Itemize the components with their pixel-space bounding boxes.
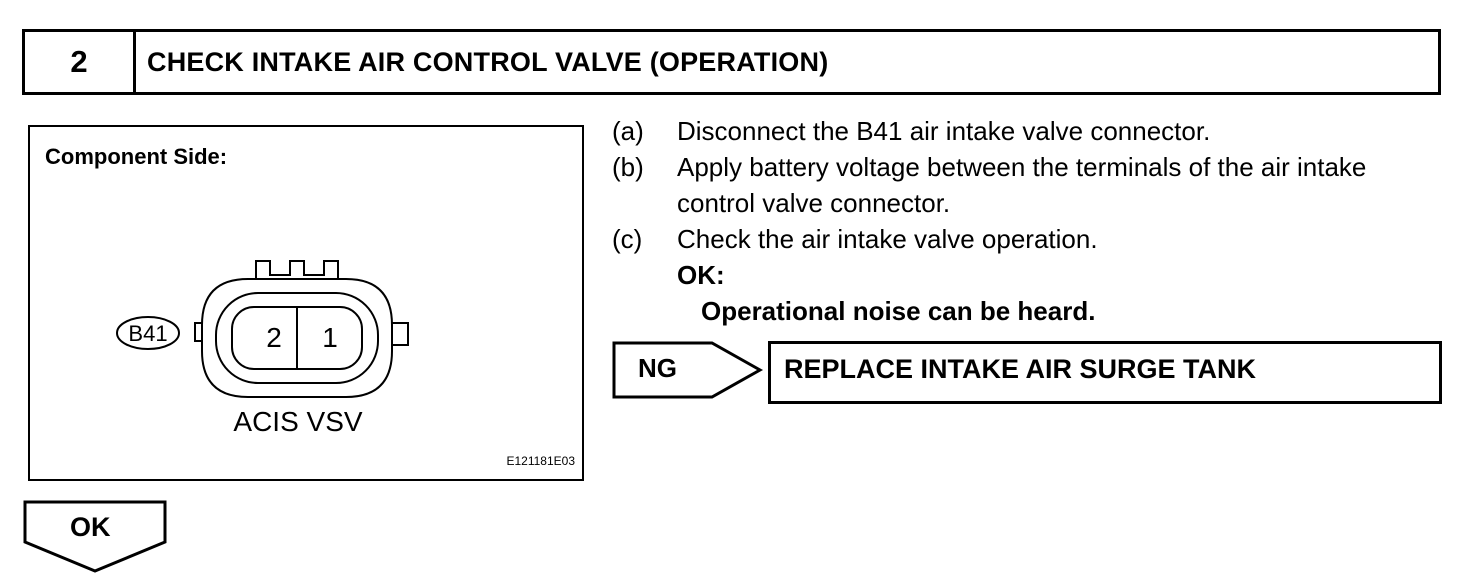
instruction-text: Apply battery voltage between the termin… [677,152,1367,218]
ok-arrow-icon [23,500,167,573]
terminal-2-label: 2 [266,322,282,353]
step-header: 2 CHECK INTAKE AIR CONTROL VALVE (OPERAT… [22,29,1441,95]
ng-label: NG [638,353,677,383]
connector-right-ear [392,322,409,346]
instruction-marker: (b) [612,152,644,182]
connector-diagram: B41 2 1 ACIS VSV [116,260,409,437]
ok-label: OK [70,512,111,542]
instruction-text: Check the air intake valve operation. [677,224,1098,254]
connector-inner-shell [215,292,379,384]
step-number: 2 [25,32,136,92]
connector-left-ear [194,322,202,342]
terminal-1-label: 1 [322,322,338,353]
ok-criteria-text: Operational noise can be heard. [701,296,1096,326]
instruction-text: Disconnect the B41 air intake valve conn… [677,116,1211,146]
connector-id-text: B41 [128,321,167,346]
instruction-marker: (a) [612,116,644,146]
instruction-item: (b) Apply battery voltage between the te… [612,149,1452,221]
connector-latch [255,260,339,279]
connector-id-oval [116,316,180,350]
instruction-item: (a) Disconnect the B41 air intake valve … [612,113,1452,149]
component-side-label: Component Side: [45,144,228,169]
ng-arrow-icon [612,341,764,399]
ok-criteria-label: OK: [677,260,725,290]
instruction-item: (c) Check the air intake valve operation… [612,221,1452,257]
figure-code: E121181E03 [506,454,575,468]
ng-action-box: REPLACE INTAKE AIR SURGE TANK [768,341,1442,404]
instruction-marker: (c) [612,224,643,254]
step-title: CHECK INTAKE AIR CONTROL VALVE (OPERATIO… [147,46,829,77]
instructions: (a) Disconnect the B41 air intake valve … [612,113,1452,329]
part-name-label: ACIS VSV [233,406,362,437]
connector-illustration: Component Side: B41 2 1 ACIS VSV E121181… [28,125,584,481]
